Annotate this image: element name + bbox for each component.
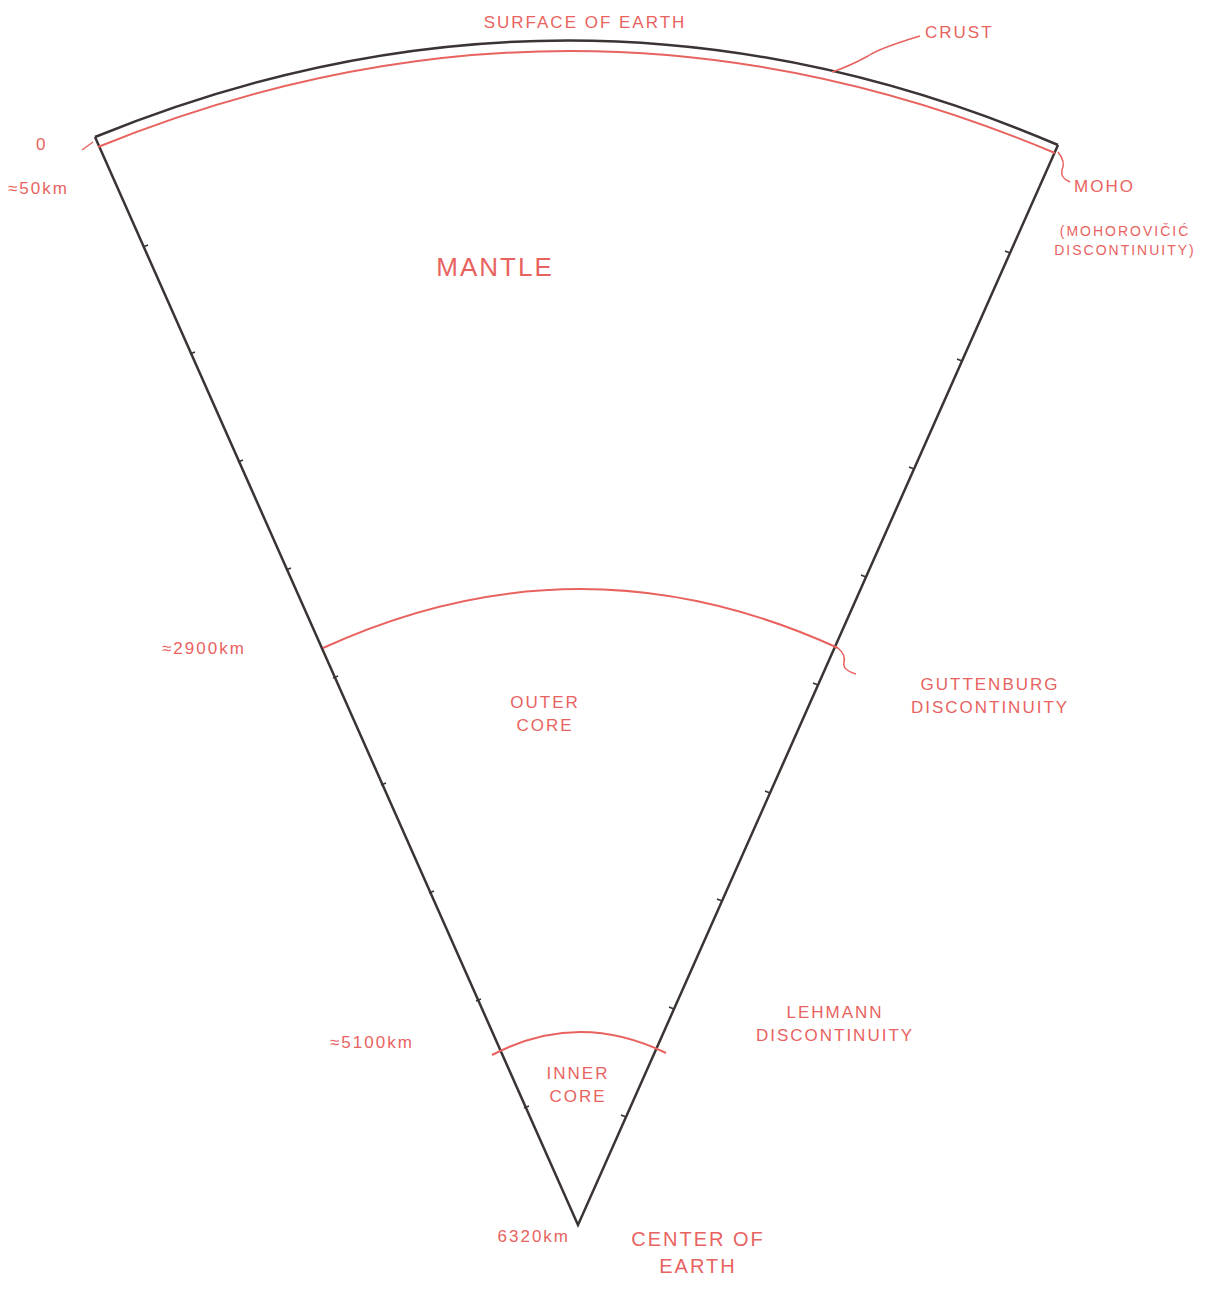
gutenberg-label: GUTTENBURG DISCONTINUITY [860, 674, 1120, 720]
moho-full-name: (MOHOROVIČIĆ DISCONTINUITY) [1030, 222, 1220, 260]
moho-arc [98, 51, 1055, 153]
inner-core-label: INNER CORE [533, 1063, 623, 1109]
inner-core-arc [492, 1032, 666, 1055]
mantle-label: MANTLE [395, 250, 595, 285]
lehmann-label: LEHMANN DISCONTINUITY [705, 1002, 965, 1048]
surface-label: SURFACE OF EARTH [470, 12, 700, 35]
center-depth: 6320km [470, 1226, 570, 1249]
crust-label: CRUST [925, 22, 1025, 45]
depth-zero: 0 [36, 134, 76, 157]
outer-core-label: OUTER CORE [480, 692, 610, 738]
crust-depth: ≈50km [8, 178, 98, 201]
mantle-depth: ≈2900km [162, 638, 312, 661]
surface-arc [95, 40, 1058, 145]
tick-marks [143, 245, 1010, 1117]
outer-core-depth: ≈5100km [330, 1032, 480, 1055]
leader-lines [82, 36, 1070, 674]
core-mantle-arc [323, 589, 838, 648]
wedge-outline [95, 137, 1058, 1225]
center-label: CENTER OF EARTH [598, 1226, 798, 1280]
moho-label: MOHO [1074, 176, 1164, 199]
